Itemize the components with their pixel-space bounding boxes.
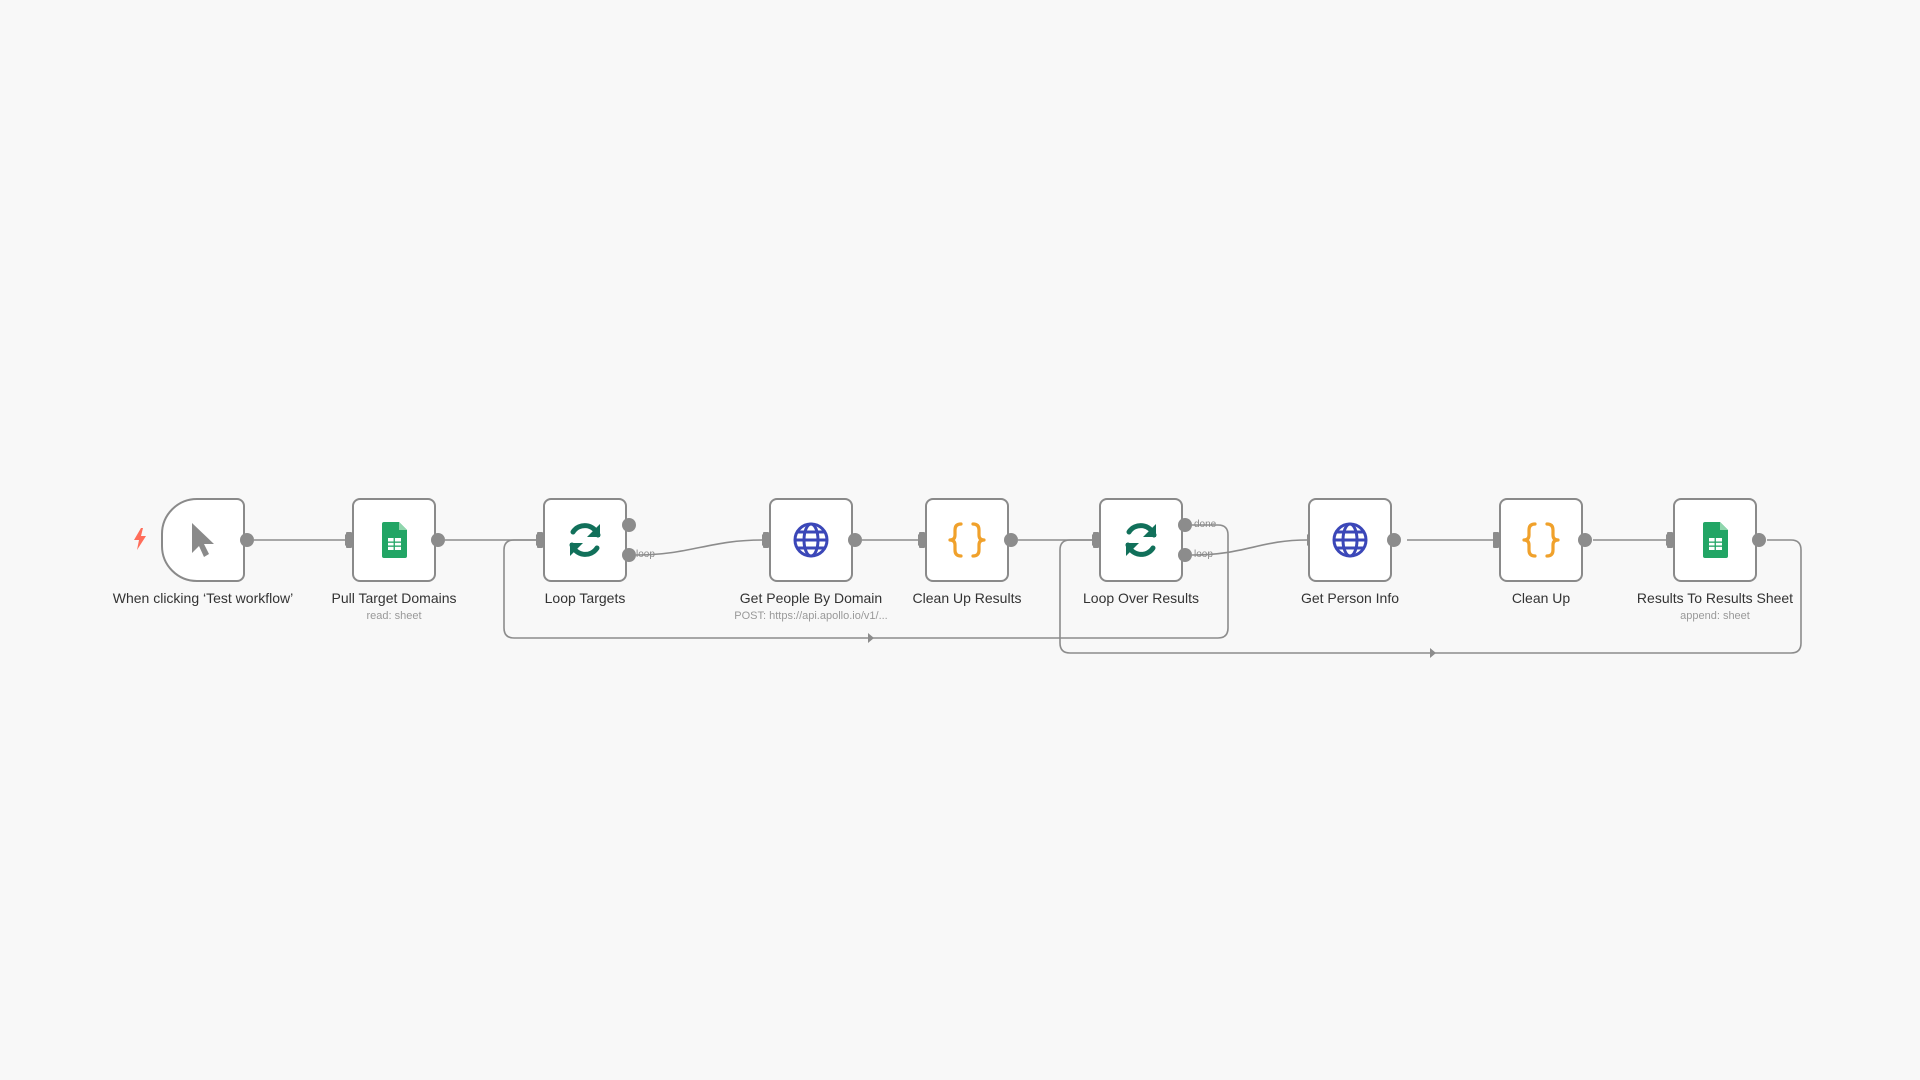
globe-icon — [1328, 518, 1372, 562]
cursor-icon — [181, 518, 225, 562]
output-port[interactable] — [1004, 533, 1018, 547]
node-label: Loop Over Results — [1083, 590, 1199, 606]
input-port[interactable] — [919, 532, 925, 548]
node-pull-target-domains[interactable] — [352, 498, 436, 582]
node-loop-over-results[interactable] — [1099, 498, 1183, 582]
input-port[interactable] — [1093, 532, 1099, 548]
output-port[interactable] — [1752, 533, 1766, 547]
output-port[interactable] — [431, 533, 445, 547]
output-port[interactable] — [240, 533, 254, 547]
node-manual-trigger[interactable] — [161, 498, 245, 582]
output-port-loop[interactable] — [622, 548, 636, 562]
output-port-done[interactable] — [622, 518, 636, 532]
node-label: Get People By Domain — [739, 590, 883, 606]
node-label: Get Person Info — [1300, 590, 1400, 606]
connection-loop-targets-to-get-people — [635, 539, 763, 556]
node-label: Results To Results Sheet — [1636, 590, 1794, 606]
trigger-bolt-icon — [133, 528, 147, 555]
port-label-loop: loop — [636, 549, 655, 560]
node-get-people-by-domain[interactable] — [769, 498, 853, 582]
node-get-person-info[interactable] — [1308, 498, 1392, 582]
connection-loop-over-results-to-get-person-info — [1191, 539, 1308, 556]
node-clean-up-results[interactable] — [925, 498, 1009, 582]
connection-loop-over-results-done-to-loop-targets — [503, 524, 1229, 639]
port-label-done: done — [1194, 519, 1217, 530]
node-subtitle: read: sheet — [366, 610, 422, 622]
input-port[interactable] — [346, 532, 352, 548]
node-label: When clicking ‘Test workflow’ — [112, 590, 294, 606]
node-label: Clean Up Results — [912, 590, 1022, 606]
node-loop-targets[interactable] — [543, 498, 627, 582]
loop-icon — [1119, 518, 1163, 562]
output-port[interactable] — [1387, 533, 1401, 547]
node-label: Loop Targets — [544, 590, 626, 606]
output-port[interactable] — [848, 533, 862, 547]
globe-icon — [789, 518, 833, 562]
node-results-to-results-sheet[interactable] — [1673, 498, 1757, 582]
return-arrowhead — [1430, 648, 1436, 658]
node-label: Pull Target Domains — [331, 590, 457, 606]
loop-icon — [563, 518, 607, 562]
node-subtitle: POST: https://api.apollo.io/v1/... — [734, 610, 888, 622]
input-port[interactable] — [763, 532, 769, 548]
input-port[interactable] — [1493, 532, 1499, 548]
google-sheets-icon — [372, 518, 416, 562]
return-arrowhead — [868, 633, 874, 643]
input-port[interactable] — [537, 532, 543, 548]
google-sheets-icon — [1693, 518, 1737, 562]
code-braces-icon — [1519, 518, 1563, 562]
code-braces-icon — [945, 518, 989, 562]
input-port[interactable] — [1667, 532, 1673, 548]
output-port-done[interactable] — [1178, 518, 1192, 532]
node-label: Clean Up — [1511, 590, 1571, 606]
port-label-loop: loop — [1194, 549, 1213, 560]
output-port[interactable] — [1578, 533, 1592, 547]
node-subtitle: append: sheet — [1680, 610, 1750, 622]
output-port-loop[interactable] — [1178, 548, 1192, 562]
node-clean-up[interactable] — [1499, 498, 1583, 582]
